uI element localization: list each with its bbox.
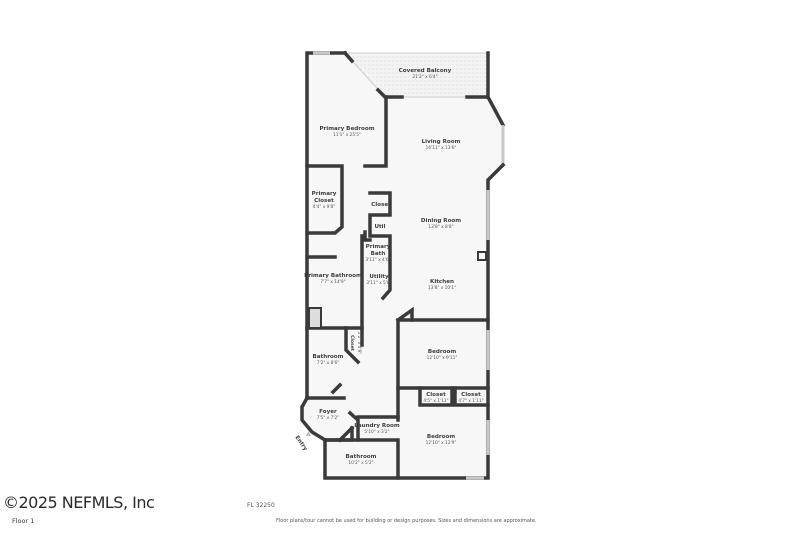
room-dimensions: 7'2" x 8'6" (317, 360, 340, 366)
room-name: Foyer (319, 409, 337, 415)
room-dimensions: 13'8" x 10'1" (428, 285, 456, 291)
walls (300, 50, 506, 480)
room-name: Covered Balcony (399, 68, 452, 74)
room-name: Bathroom (313, 354, 344, 360)
room-dimensions: 3'11" x 5'8" (366, 280, 391, 286)
room-dimensions: 3'11" x 4'6" (365, 257, 390, 263)
room-dimensions: 4'4" x 9'8" (313, 204, 336, 210)
room-dimensions: 12'10" x 9'11" (427, 355, 458, 361)
room-name: Living Room (422, 139, 461, 145)
room-dimensions: 12'10" x 12'9" (426, 440, 457, 446)
room-name: Laundry Room (354, 423, 400, 429)
room-dimensions: 16'11" x 13'6" (426, 145, 457, 151)
room-dimensions: 5'10" x 3'2" (364, 429, 389, 435)
room-name: Primary (366, 244, 391, 250)
room-name: Dining Room (421, 218, 461, 224)
floor-area (302, 53, 503, 478)
room-dimensions: 10'2" x 5'2" (348, 460, 373, 466)
room-name: Closet (461, 392, 481, 398)
room-dimensions: 4'7" x 1'11" (458, 398, 483, 404)
room-name: Primary Bathroom (304, 273, 362, 279)
room-name: Bathroom (346, 454, 377, 460)
disclaimer: Floor plans/tour cannot be used for buil… (276, 518, 537, 524)
room-dimensions: 13'8" x 8'8" (428, 224, 453, 230)
room-util: Util (374, 224, 385, 230)
watermark: ©2025 NEFMLS, Inc (3, 493, 155, 512)
room-dimensions: 11'1" x 25'5" (333, 132, 361, 138)
address: FL 32250 (247, 502, 275, 509)
room-name: Primary (312, 191, 337, 197)
room-name: Bedroom (427, 434, 456, 440)
room-dimensions: 7'7" x 14'9" (320, 279, 345, 285)
room-name: Util (374, 224, 385, 230)
entry-label: Entry (294, 435, 309, 453)
room-closet: Closet (371, 202, 391, 208)
room-dimensions: 21'2" x 6'4" (412, 74, 437, 80)
entry-arrow-icon (306, 431, 311, 436)
room-name: Closet (314, 198, 334, 204)
room-name: Bedroom (428, 349, 457, 355)
room-dimensions: 2'2" x 4'9" (356, 332, 362, 355)
room-name: Bath (371, 251, 386, 257)
room-name: Kitchen (430, 279, 454, 285)
room-name: Utility (369, 274, 389, 280)
room-name: Closet (371, 202, 391, 208)
floor-label: Floor 1 (12, 517, 35, 525)
room-dimensions: 7'5" x 7'2" (317, 415, 340, 421)
room-name: Closet (349, 335, 355, 352)
room-name: Primary Bedroom (319, 126, 374, 132)
room-name: Closet (426, 392, 446, 398)
room-dimensions: 4'5" x 1'11" (423, 398, 448, 404)
